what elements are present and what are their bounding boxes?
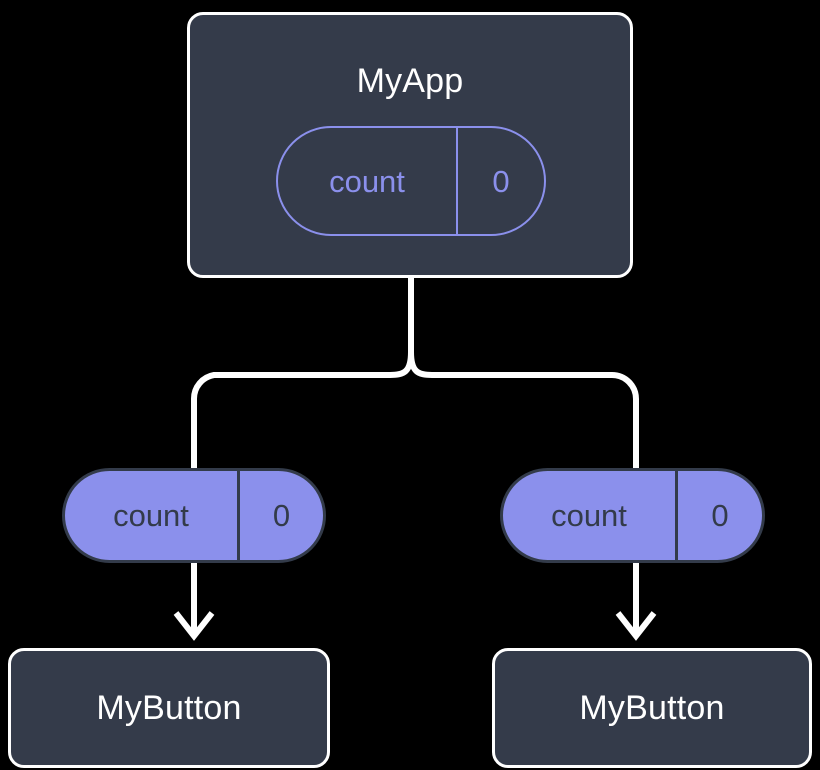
state-pill-child-left[interactable]: count 0: [62, 468, 326, 563]
state-value-child-right: 0: [675, 471, 762, 560]
component-node-mybutton-right[interactable]: MyButton: [492, 648, 812, 768]
branch-wire-left: [190, 351, 414, 470]
state-key-root: count: [329, 163, 405, 199]
state-key-child-left: count: [113, 498, 189, 533]
arrow-head-right: [615, 611, 657, 641]
component-label-mybutton-left: MyButton: [96, 689, 242, 727]
arrow-head-left: [173, 611, 215, 641]
state-pill-child-right[interactable]: count 0: [500, 468, 765, 563]
component-label-myapp: MyApp: [356, 62, 464, 100]
state-key-child-right: count: [551, 498, 627, 533]
component-node-mybutton-left[interactable]: MyButton: [8, 648, 330, 768]
state-value-root: 0: [456, 128, 544, 234]
branch-wire-right: [408, 351, 639, 470]
state-pill-root[interactable]: count 0: [276, 126, 546, 236]
component-label-mybutton-right: MyButton: [579, 689, 725, 727]
state-value-child-left: 0: [237, 471, 323, 560]
